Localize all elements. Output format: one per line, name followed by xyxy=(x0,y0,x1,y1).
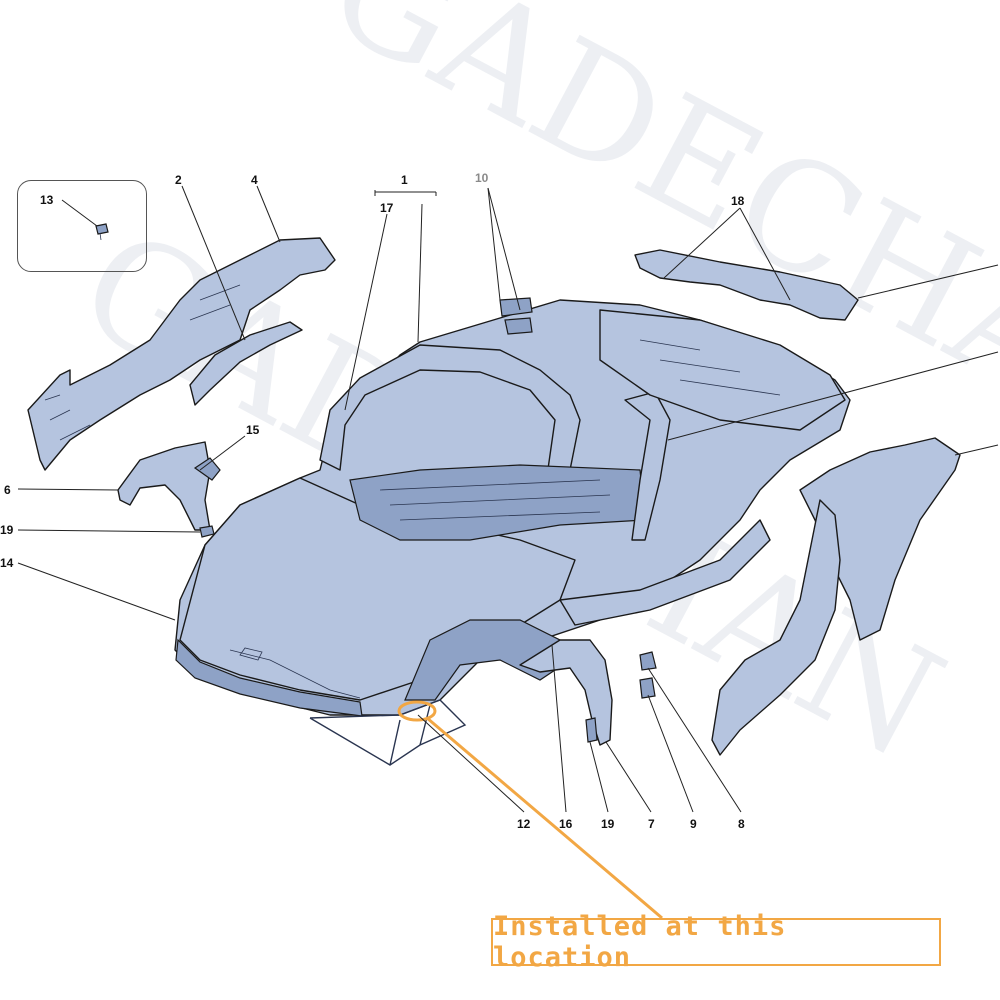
callout-4: 4 xyxy=(251,173,258,187)
callout-19-left: 19 xyxy=(0,523,14,537)
part-6-front-wheelhouse[interactable] xyxy=(117,441,211,531)
part-13-screw[interactable] xyxy=(95,223,109,241)
callout-16: 16 xyxy=(559,817,573,831)
callout-18: 18 xyxy=(731,194,745,208)
callout-labels: 13 2 4 1 17 10 18 6 15 19 14 12 16 19 7 … xyxy=(0,171,745,831)
callout-8: 8 xyxy=(738,817,745,831)
part-15-bracket[interactable] xyxy=(193,457,221,481)
part-19-small-bracket-left[interactable] xyxy=(199,525,215,538)
part-18-rear-header[interactable] xyxy=(634,249,859,321)
inset-detail-box xyxy=(17,180,147,272)
callout-1: 1 xyxy=(401,173,408,187)
part-10-bracket[interactable] xyxy=(499,297,533,317)
callout-10: 10 xyxy=(475,171,489,185)
part-19-small-bracket-right[interactable] xyxy=(585,717,598,743)
callout-19-right: 19 xyxy=(601,817,615,831)
part-10-bracket-b[interactable] xyxy=(504,317,533,335)
install-leader-line xyxy=(426,716,663,920)
callout-2: 2 xyxy=(175,173,182,187)
part-7-wheel-arch[interactable] xyxy=(519,639,613,746)
car-body-shell[interactable] xyxy=(174,299,851,766)
callout-7: 7 xyxy=(648,817,655,831)
callout-17: 17 xyxy=(380,201,394,215)
callout-9: 9 xyxy=(690,817,697,831)
callout-12: 12 xyxy=(517,817,531,831)
install-location-marker xyxy=(397,700,437,722)
install-location-label-box: Installed at this location xyxy=(491,911,941,973)
callout-14: 14 xyxy=(0,556,14,570)
callout-6: 6 xyxy=(4,483,11,497)
leader-lines xyxy=(17,185,999,813)
part-4-body-side-inner[interactable] xyxy=(27,237,336,471)
callout-13: 13 xyxy=(40,193,54,207)
callout-15: 15 xyxy=(246,423,260,437)
part-8-cap[interactable] xyxy=(639,651,657,671)
part-right-body-side[interactable] xyxy=(711,499,841,756)
part-2-pillar-reinforcement[interactable] xyxy=(189,321,303,406)
install-location-label: Installed at this location xyxy=(493,911,787,973)
part-9-clip[interactable] xyxy=(639,677,656,699)
